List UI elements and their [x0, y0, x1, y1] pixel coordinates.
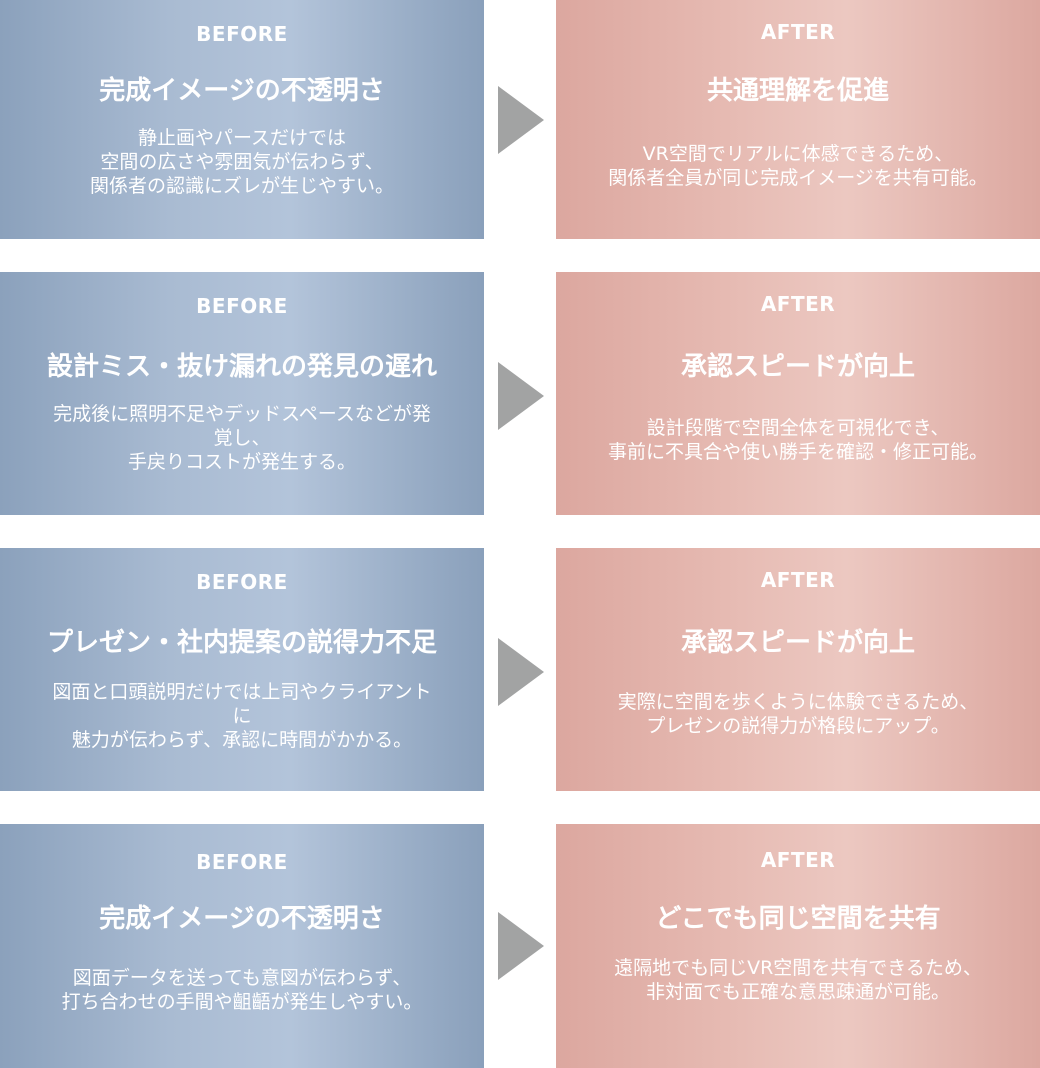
- before-label: BEFORE: [196, 294, 288, 318]
- comparison-row-1: BEFORE 完成イメージの不透明さ 静止画やパースだけでは 空間の広さや雰囲気…: [0, 0, 1040, 239]
- after-title: 承認スピードが向上: [680, 352, 915, 382]
- arrow-right-icon: [498, 638, 544, 706]
- before-card: BEFORE 完成イメージの不透明さ 図面データを送っても意図が伝わらず、 打ち…: [0, 824, 484, 1068]
- after-description: VR空間でリアルに体感できるため、 関係者全員が同じ完成イメージを共有可能。: [608, 143, 988, 189]
- after-card: AFTER 共通理解を促進 VR空間でリアルに体感できるため、 関係者全員が同じ…: [556, 0, 1040, 239]
- before-card: BEFORE プレゼン・社内提案の説得力不足 図面と口頭説明だけでは上司やクライ…: [0, 548, 484, 791]
- before-description: 静止画やパースだけでは 空間の広さや雰囲気が伝わらず、 関係者の認識にズレが生じ…: [89, 127, 394, 197]
- arrow-right-icon: [498, 362, 544, 430]
- after-label: AFTER: [760, 568, 836, 592]
- comparison-row-4: BEFORE 完成イメージの不透明さ 図面データを送っても意図が伝わらず、 打ち…: [0, 824, 1040, 1068]
- before-label: BEFORE: [196, 570, 288, 594]
- before-label: BEFORE: [196, 850, 288, 874]
- before-title: 完成イメージの不透明さ: [99, 76, 385, 106]
- comparison-row-3: BEFORE プレゼン・社内提案の説得力不足 図面と口頭説明だけでは上司やクライ…: [0, 548, 1040, 791]
- after-title: 承認スピードが向上: [680, 628, 915, 658]
- after-description: 設計段階で空間全体を可視化でき、 事前に不具合や使い勝手を確認・修正可能。: [607, 417, 988, 463]
- before-description: 図面データを送っても意図が伝わらず、 打ち合わせの手間や齟齬が発生しやすい。: [61, 967, 423, 1013]
- comparison-row-2: BEFORE 設計ミス・抜け漏れの発見の遅れ 完成後に照明不足やデッドスペースな…: [0, 272, 1040, 515]
- after-title: どこでも同じ空間を共有: [655, 904, 941, 934]
- after-description: 遠隔地でも同じVR空間を共有できるため、 非対面でも正確な意思疎通が可能。: [614, 957, 982, 1003]
- after-card: AFTER 承認スピードが向上 実際に空間を歩くように体験できるため、 プレゼン…: [556, 548, 1040, 791]
- arrow-right-icon: [498, 86, 544, 154]
- before-label: BEFORE: [196, 22, 288, 46]
- before-card: BEFORE 完成イメージの不透明さ 静止画やパースだけでは 空間の広さや雰囲気…: [0, 0, 484, 239]
- before-card: BEFORE 設計ミス・抜け漏れの発見の遅れ 完成後に照明不足やデッドスペースな…: [0, 272, 484, 515]
- after-label: AFTER: [760, 20, 836, 44]
- before-title: 完成イメージの不透明さ: [99, 904, 385, 934]
- after-label: AFTER: [760, 292, 836, 316]
- after-card: AFTER 承認スピードが向上 設計段階で空間全体を可視化でき、 事前に不具合や…: [556, 272, 1040, 515]
- arrow-right-icon: [498, 912, 544, 980]
- before-description: 完成後に照明不足やデッドスペースなどが発 覚し、 手戻りコストが発生する。: [53, 403, 431, 473]
- before-title: 設計ミス・抜け漏れの発見の遅れ: [46, 352, 437, 382]
- after-description: 実際に空間を歩くように体験できるため、 プレゼンの説得力が格段にアップ。: [617, 691, 979, 737]
- after-card: AFTER どこでも同じ空間を共有 遠隔地でも同じVR空間を共有できるため、 非…: [556, 824, 1040, 1068]
- before-title: プレゼン・社内提案の説得力不足: [46, 628, 437, 658]
- after-label: AFTER: [760, 848, 836, 872]
- after-title: 共通理解を促進: [706, 76, 889, 106]
- before-description: 図面と口頭説明だけでは上司やクライアント に 魅力が伝わらず、承認に時間がかかる…: [52, 681, 432, 751]
